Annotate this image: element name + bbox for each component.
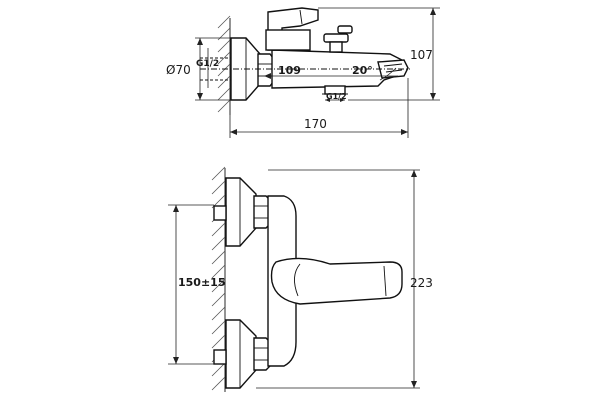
front-upper-escutcheon	[225, 177, 271, 247]
height-label-front: 223	[410, 276, 433, 290]
top-width-dimension: 170	[229, 78, 409, 138]
front-lower-connector	[213, 349, 227, 365]
front-height-dimension: 223	[256, 169, 433, 389]
front-lower-escutcheon	[225, 319, 271, 389]
spacing-label: 150±15	[178, 276, 226, 289]
top-reach-dimension: 109	[264, 64, 398, 79]
top-diameter-dimension: Ø70	[166, 37, 230, 101]
top-handle	[265, 7, 319, 51]
height-label-top: 107	[410, 48, 433, 62]
top-thread-bottom-dimension: G1/2	[325, 92, 347, 102]
reach-label: 109	[278, 64, 301, 77]
top-height-dimension: 107	[318, 7, 440, 101]
thread-label-left: G1/2	[196, 59, 219, 69]
top-bottom-outlet	[322, 85, 348, 95]
top-view: Ø70 G1/2 109 20° G1/2	[166, 7, 440, 138]
angle-label: 20°	[352, 64, 373, 77]
front-spacing-dimension: 150±15	[168, 204, 226, 365]
diameter-label: Ø70	[166, 63, 191, 77]
front-upper-connector	[213, 205, 227, 221]
width-label: 170	[304, 117, 327, 131]
top-diverter	[323, 25, 353, 53]
thread-label-bottom: G1/2	[326, 92, 347, 101]
top-nut	[257, 53, 274, 87]
front-view: 150±15 223	[168, 166, 433, 392]
top-angle-dimension: 20°	[352, 64, 397, 81]
top-inlet-pipe	[200, 57, 231, 81]
top-thread-left-dimension: G1/2	[196, 48, 219, 88]
front-handle	[270, 257, 403, 305]
front-wall	[211, 166, 226, 392]
